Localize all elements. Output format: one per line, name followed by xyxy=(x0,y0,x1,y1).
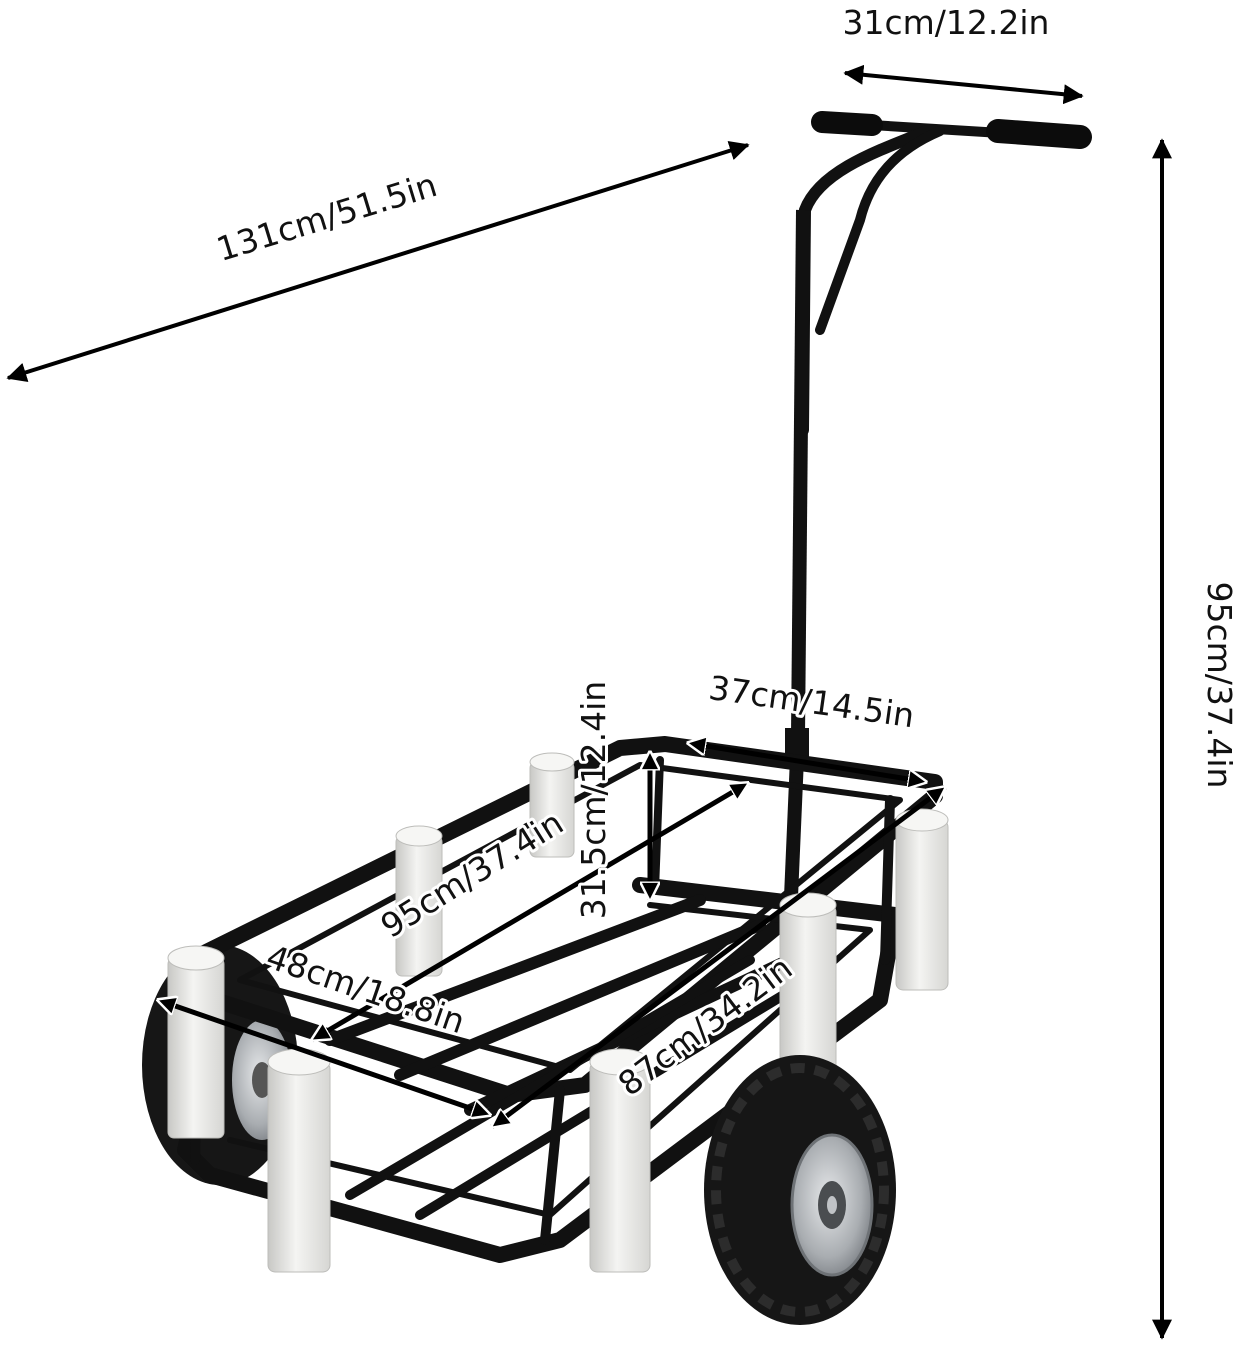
wheel-front-right xyxy=(704,1055,896,1325)
handle-post xyxy=(783,209,810,921)
dimension-arrows xyxy=(6,64,1172,1340)
rod-holder xyxy=(267,1048,331,1273)
holder-height-label: 31.5cm/12.4in xyxy=(574,681,613,919)
handle-grip xyxy=(797,111,1092,436)
double-arrow-icon xyxy=(688,743,926,782)
double-arrow-icon xyxy=(492,787,945,1127)
total-height-label: 95cm/37.4in xyxy=(1200,582,1238,789)
rod-holder xyxy=(167,945,225,1139)
double-arrow-icon xyxy=(158,1000,490,1115)
double-arrow-icon xyxy=(843,64,1084,105)
rod-holder xyxy=(895,808,949,991)
double-arrow-icon xyxy=(6,140,750,383)
handle-width-label: 31cm/12.2in xyxy=(843,3,1050,42)
frame-width-label: 37cm/14.5in xyxy=(706,668,916,735)
